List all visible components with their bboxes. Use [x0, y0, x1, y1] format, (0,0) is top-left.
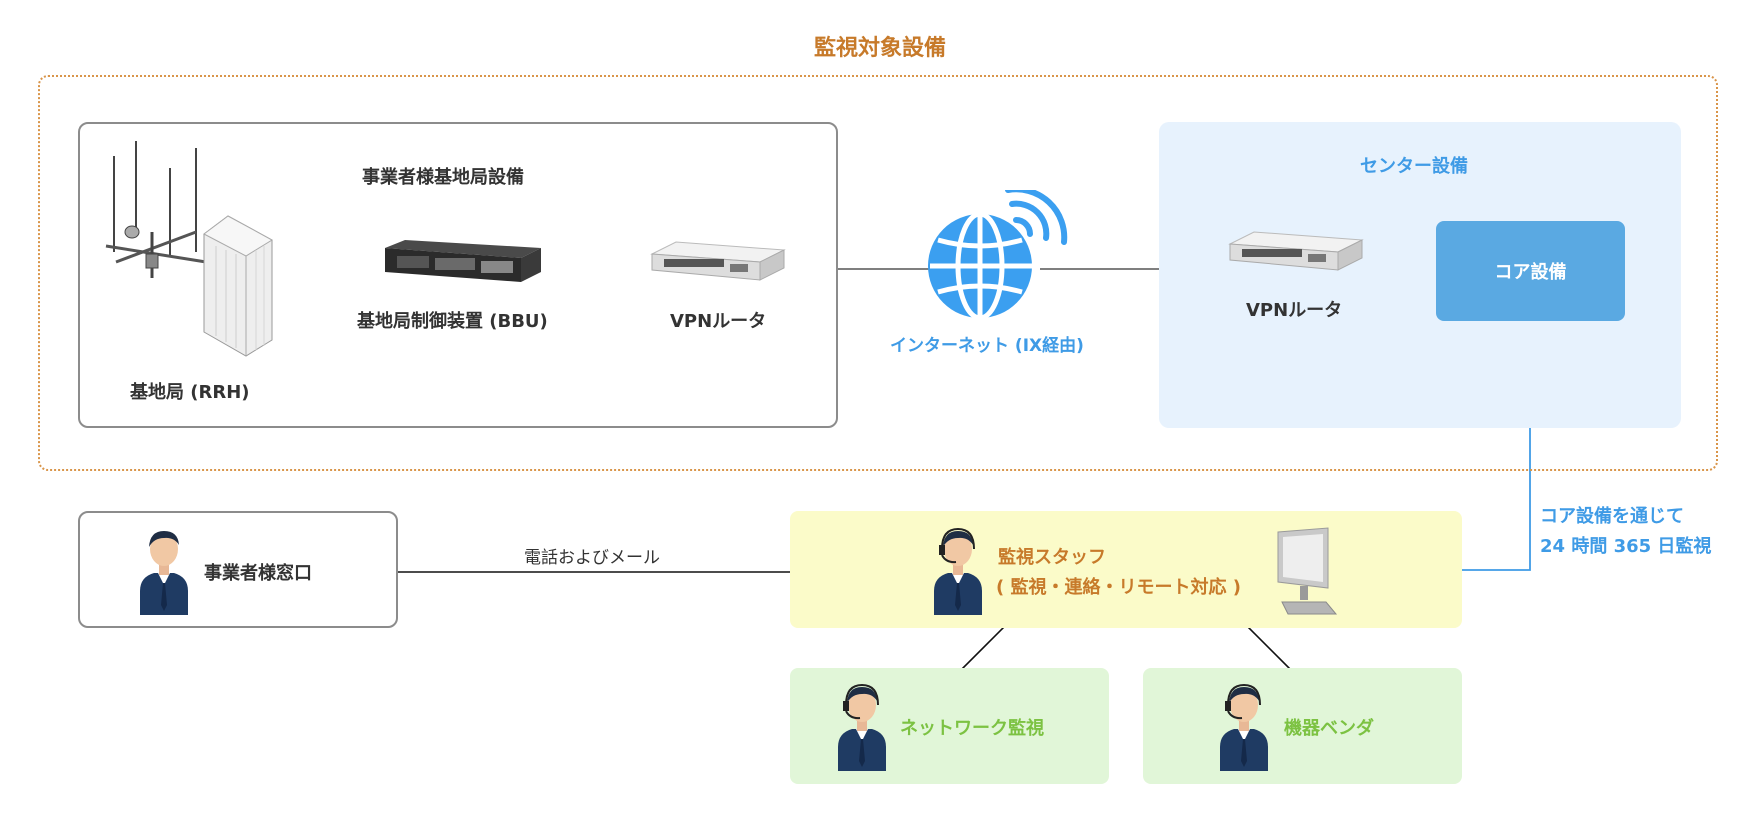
vpn-router-label: VPNルータ	[670, 311, 767, 332]
vendor-person-icon	[1220, 683, 1268, 771]
monitoring-staff-roles: ( 監視・連絡・リモート対応 )	[996, 577, 1241, 598]
globe-icon	[928, 190, 1068, 320]
center-vpn-router-icon	[1228, 231, 1364, 271]
base-station-icon	[105, 141, 273, 357]
netmon-person-icon	[838, 683, 886, 771]
internet-label: インターネット (IX経由)	[890, 336, 1084, 356]
monitoring-note-line1: コア設備を通じて	[1540, 506, 1684, 527]
diagram-title: 監視対象設備	[813, 36, 946, 61]
center-vpn-router-label: VPNルータ	[1246, 300, 1343, 321]
network-monitoring-label: ネットワーク監視	[900, 718, 1044, 739]
monitoring-note-line2: 24 時間 365 日監視	[1540, 536, 1712, 557]
monitor-icon	[1277, 527, 1338, 615]
monitoring-staff-box	[790, 511, 1462, 628]
equipment-vendor-box	[1143, 668, 1462, 784]
operator-window-label: 事業者様窓口	[204, 563, 312, 584]
core-equipment-box: コア設備	[1436, 221, 1625, 321]
headset-person-icon	[934, 527, 982, 615]
monitored-equipment-frame	[38, 75, 1718, 471]
contact-label: 電話およびメール	[524, 548, 660, 568]
person-icon	[140, 531, 188, 615]
rrh-label: 基地局 (RRH)	[130, 382, 250, 403]
operator-window-box	[78, 511, 398, 628]
bbu-label: 基地局制御装置 (BBU)	[357, 311, 548, 332]
vpn-router-icon	[650, 241, 786, 281]
core-equipment-label: コア設備	[1494, 262, 1567, 283]
equipment-vendor-label: 機器ベンダ	[1284, 718, 1374, 739]
center-equipment-title: センター設備	[1360, 156, 1468, 177]
operator-equipment-title: 事業者様基地局設備	[362, 167, 524, 188]
bbu-device-icon	[385, 240, 541, 282]
monitoring-staff-title: 監視スタッフ	[998, 547, 1106, 568]
